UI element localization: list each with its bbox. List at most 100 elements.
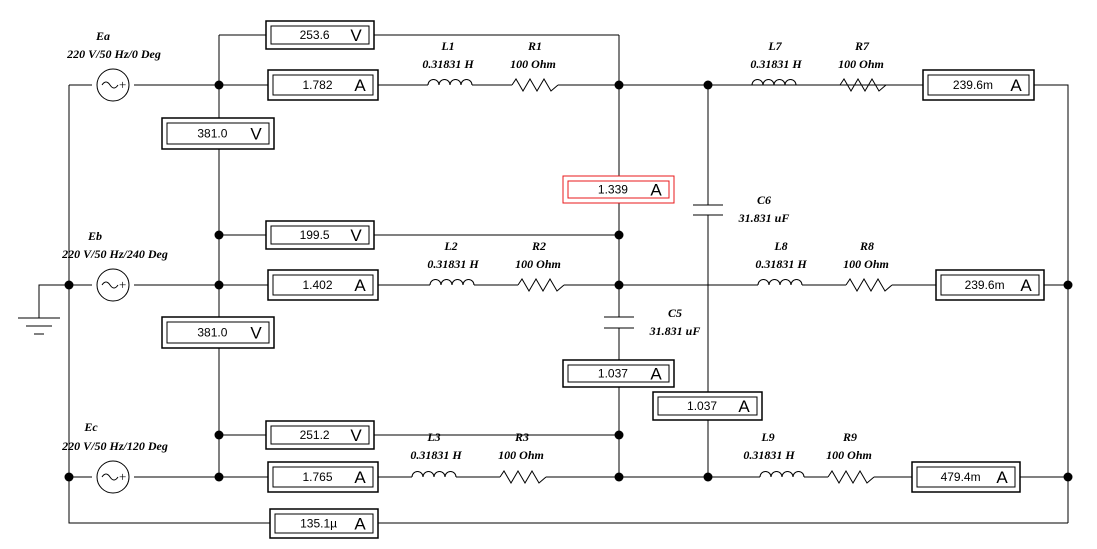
meter-reading: 1.402 [302, 278, 332, 292]
junction-dot [64, 472, 74, 482]
meter-unit: A [650, 365, 662, 384]
junction-dot [214, 80, 224, 90]
r8-value: 100 Ohm [843, 257, 889, 271]
r3-name: R3 [514, 430, 529, 444]
junction-dot [1063, 280, 1073, 290]
inductor-l8[interactable]: L8 0.31831 H [755, 239, 807, 286]
junction-dot [1063, 472, 1073, 482]
l2-name: L2 [443, 239, 457, 253]
inductor-l7[interactable]: L7 0.31831 H [750, 39, 802, 86]
meter-unit: V [350, 226, 362, 245]
resistor-r2[interactable]: R2 100 Ohm [515, 239, 565, 292]
meter-unit: V [350, 426, 362, 445]
r3-value: 100 Ohm [498, 448, 544, 462]
r7-value: 100 Ohm [838, 57, 884, 71]
inductor-l3[interactable]: L3 0.31831 H [410, 430, 462, 478]
svg-text:+: + [119, 469, 126, 484]
meter-i-load2-b[interactable]: 239.6m A [935, 269, 1045, 301]
c6-value: 31.831 uF [738, 211, 790, 225]
source-eb[interactable]: + Eb 220 V/50 Hz/240 Deg [61, 229, 168, 302]
meter-reading: 135.1µ [300, 517, 337, 531]
r8-name: R8 [859, 239, 874, 253]
meter-unit: V [250, 125, 262, 144]
source-ea-spec: 220 V/50 Hz/0 Deg [66, 47, 161, 61]
junctions [64, 80, 1073, 482]
source-ea-name: Ea [95, 29, 110, 43]
junction-dot [214, 280, 224, 290]
resistor-r7[interactable]: R7 100 Ohm [838, 39, 887, 92]
meter-v-line-bc[interactable]: 381.0 V [161, 316, 275, 349]
meter-i-c5-branch[interactable]: 1.037 A [562, 359, 675, 388]
r1-name: R1 [527, 39, 542, 53]
meter-unit: A [354, 276, 366, 295]
source-eb-name: Eb [87, 229, 102, 243]
meter-v-line-ab[interactable]: 381.0 V [161, 117, 275, 150]
meter-unit: A [996, 468, 1008, 487]
l7-value: 0.31831 H [750, 57, 802, 71]
l9-value: 0.31831 H [743, 448, 795, 462]
source-ea[interactable]: + Ea 220 V/50 Hz/0 Deg [66, 29, 161, 102]
meter-reading: 1.339 [598, 183, 628, 197]
meter-unit: A [354, 515, 366, 534]
l3-name: L3 [426, 430, 440, 444]
inductor-l1[interactable]: L1 0.31831 H [422, 39, 474, 86]
resistor-r3[interactable]: R3 100 Ohm [498, 430, 547, 484]
meter-unit: A [354, 468, 366, 487]
meter-unit: V [350, 26, 362, 45]
meter-unit: V [250, 324, 262, 343]
svg-text:+: + [119, 277, 126, 292]
meter-reading: 1.037 [598, 367, 628, 381]
c6-name: C6 [757, 193, 771, 207]
r9-value: 100 Ohm [826, 448, 872, 462]
r9-name: R9 [842, 430, 857, 444]
meter-unit: A [650, 181, 662, 200]
source-ec-spec: 220 V/50 Hz/120 Deg [61, 439, 168, 453]
meter-reading: 251.2 [300, 428, 330, 442]
meter-reading: 253.6 [300, 28, 330, 42]
junction-dot [614, 472, 624, 482]
inductor-l9[interactable]: L9 0.31831 H [743, 430, 805, 478]
junction-dot [614, 280, 624, 290]
l8-name: L8 [773, 239, 787, 253]
c5-value: 31.831 uF [649, 324, 701, 338]
meter-reading: 199.5 [300, 228, 330, 242]
l7-name: L7 [767, 39, 782, 53]
meter-unit: A [1010, 76, 1022, 95]
meter-v-phase-c[interactable]: 251.2 V [265, 420, 375, 450]
r2-value: 100 Ohm [515, 257, 561, 271]
l8-value: 0.31831 H [755, 257, 807, 271]
l9-name: L9 [760, 430, 774, 444]
meter-reading: 239.6m [965, 278, 1005, 292]
capacitor-c5[interactable]: C5 31.831 uF [604, 306, 700, 338]
meter-reading: 381.0 [197, 326, 227, 340]
meter-reading: 1.037 [687, 399, 717, 413]
junction-dot [214, 430, 224, 440]
meter-i-line-c[interactable]: 1.765 A [267, 461, 379, 493]
meter-reading: 1.765 [302, 470, 332, 484]
meter-i-load2-a[interactable]: 239.6m A [922, 69, 1035, 101]
capacitor-c6[interactable]: C6 31.831 uF [693, 193, 789, 225]
meter-unit: A [354, 76, 366, 95]
resistor-r8[interactable]: R8 100 Ohm [843, 239, 893, 292]
meter-unit: A [1020, 276, 1032, 295]
meter-reading: 239.6m [953, 78, 993, 92]
meter-v-phase-a[interactable]: 253.6 V [265, 20, 375, 50]
junction-dot [703, 472, 713, 482]
meter-i-c6-lower[interactable]: 1.037 A [652, 391, 763, 421]
junction-dot [614, 80, 624, 90]
junction-dot [214, 230, 224, 240]
meter-i-neutral[interactable]: 135.1µ A [269, 508, 379, 539]
inductor-l2[interactable]: L2 0.31831 H [427, 239, 479, 286]
r1-value: 100 Ohm [510, 57, 556, 71]
meter-i-line-b[interactable]: 1.402 A [267, 269, 379, 301]
resistor-r9[interactable]: R9 100 Ohm [826, 430, 875, 484]
resistor-r1[interactable]: R1 100 Ohm [510, 39, 559, 92]
meter-reading: 381.0 [197, 127, 227, 141]
source-ec[interactable]: + Ec 220 V/50 Hz/120 Deg [61, 420, 168, 494]
meter-v-phase-b[interactable]: 199.5 V [265, 220, 375, 250]
meter-i-c6-branch[interactable]: 1.339 A [562, 175, 675, 204]
meter-unit: A [738, 397, 750, 416]
